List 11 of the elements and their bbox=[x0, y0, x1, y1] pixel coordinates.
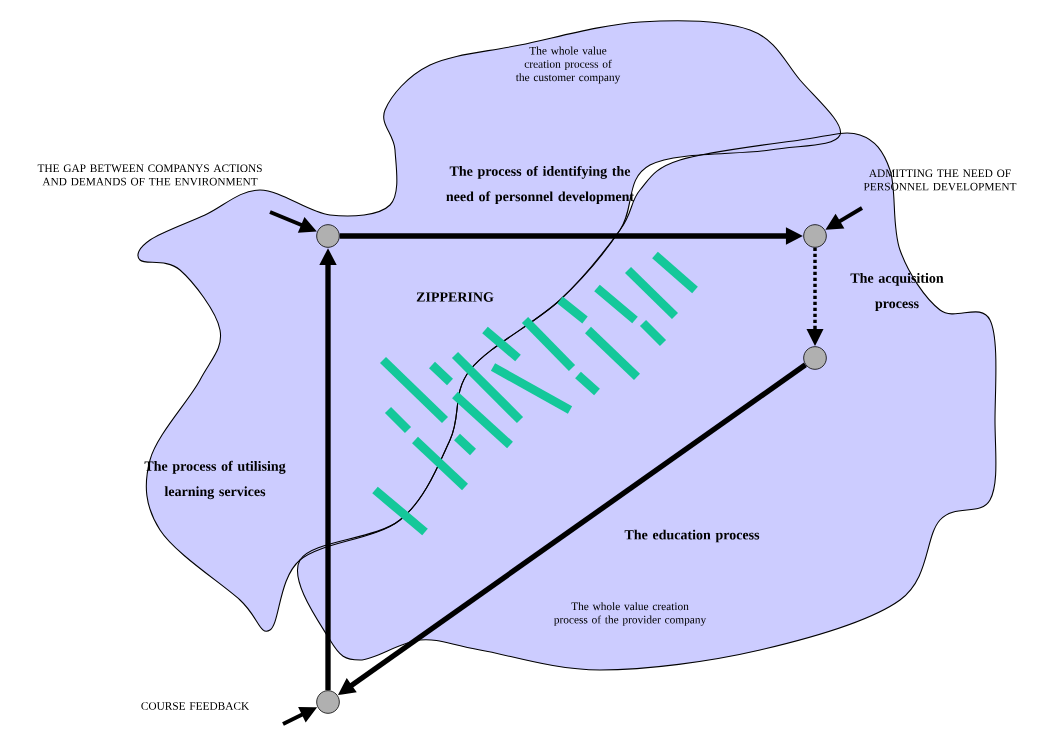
region-label: The whole value creation process of the customer company bbox=[515, 46, 621, 84]
process-point bbox=[803, 224, 827, 248]
process-point bbox=[316, 224, 340, 248]
zipper-label: ZIPPERING bbox=[416, 292, 494, 302]
process-point bbox=[803, 346, 827, 370]
region-label: The whole value creation process of the provider company bbox=[554, 602, 707, 626]
edge-label: The education process bbox=[624, 529, 760, 543]
note: THE GAP BETWEEN COMPANYS ACTIONS AND DEMANDS OF THE ENVIRONMENT bbox=[37, 164, 262, 186]
edge-label: The process of identifying the need of personnel development bbox=[446, 165, 635, 205]
note: COURSE FEEDBACK bbox=[141, 702, 250, 710]
process-point bbox=[316, 690, 340, 714]
